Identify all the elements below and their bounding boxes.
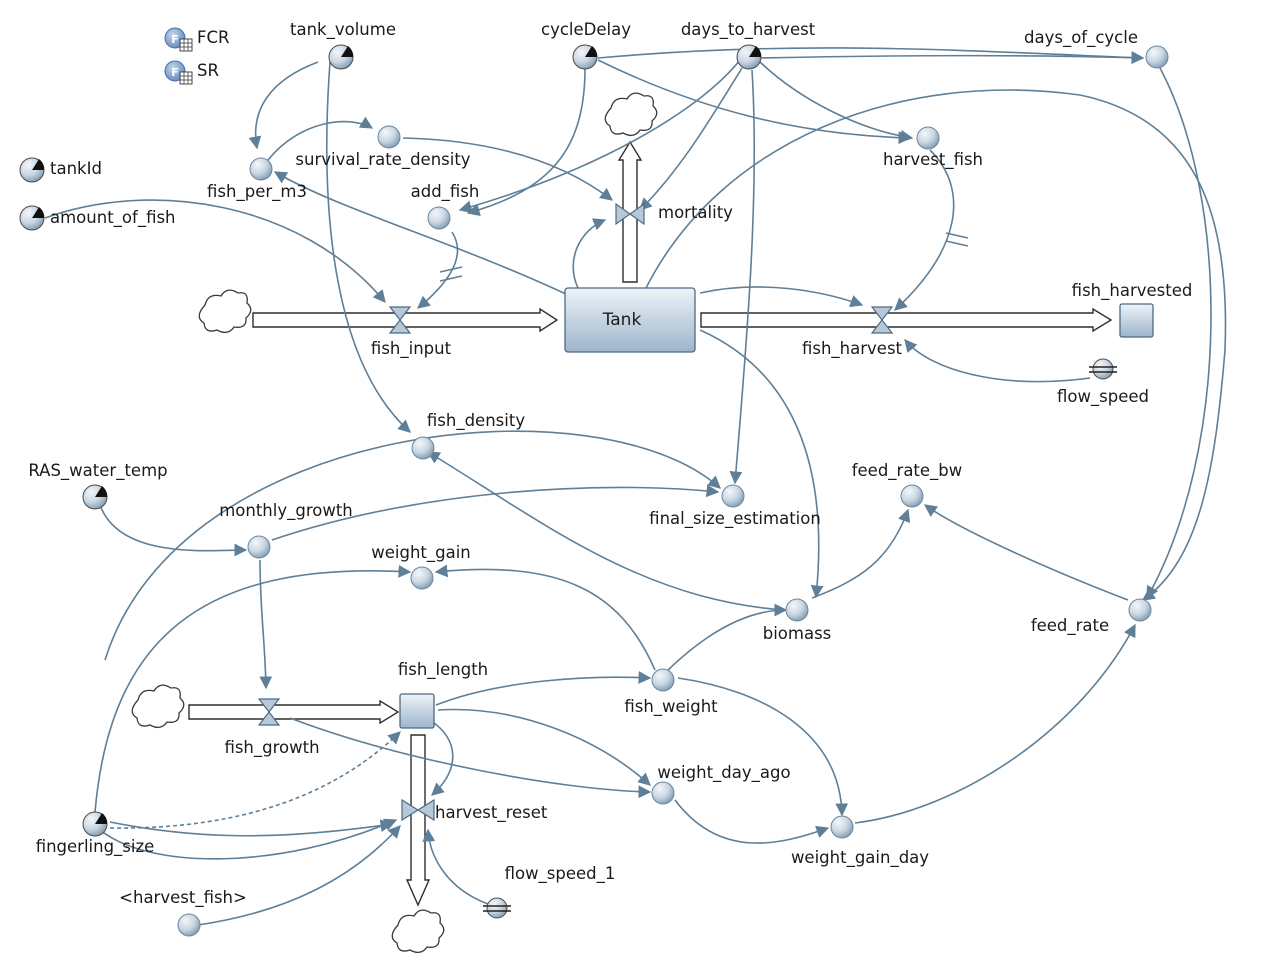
node-monthly-growth[interactable] [247,535,271,559]
label-weight-gain: weight_gain [371,543,471,563]
source-cloud-fish-growth [131,684,185,729]
label-fish-length: fish_length [398,660,488,680]
node-feed-rate-bw[interactable] [900,484,924,508]
lookup-icons: F F [164,27,193,85]
label-biomass: biomass [763,624,832,643]
node-fish-per-m3[interactable] [249,157,273,181]
label-fish-input: fish_input [371,339,452,359]
label-fish-weight: fish_weight [624,697,718,717]
const-ras-water-temp[interactable] [82,484,108,510]
lookup-fcr-icon[interactable]: F [164,27,193,52]
label-harvest-reset: harvest_reset [435,803,548,823]
fish-harvest-pipe [700,307,1113,333]
valve-fish-input[interactable] [388,306,412,334]
label-harvest-fish: harvest_fish [883,150,983,170]
constant-nodes [19,44,762,837]
stock-fish-harvested[interactable] [1119,303,1154,338]
node-flow-speed[interactable] [1089,358,1117,380]
node-weight-day-ago[interactable] [651,781,675,805]
sink-cloud-mortality [604,92,658,137]
const-days-to-harvest[interactable] [736,44,762,70]
node-fish-weight[interactable] [651,668,675,692]
label-fish-growth: fish_growth [224,738,319,758]
const-cycle-delay[interactable] [572,44,598,70]
const-tank-id[interactable] [19,157,45,183]
node-weight-gain[interactable] [410,566,434,590]
label-fish-per-m3: fish_per_m3 [207,182,307,202]
node-survival-rate-density[interactable] [377,125,401,149]
node-fish-density[interactable] [411,436,435,460]
harvest-reset-pipe [405,734,431,907]
label-sr: SR [197,61,219,80]
label-fingerling-size: fingerling_size [36,837,155,857]
stock-fish-length[interactable] [399,693,435,729]
causal-links [44,47,1227,926]
node-harvest-fish-shadow[interactable] [177,913,201,937]
label-cycle-delay: cycleDelay [541,20,631,39]
label-add-fish: add_fish [411,182,480,202]
label-feed-rate: feed_rate [1031,616,1109,636]
svg-text:F: F [171,33,179,46]
fish-growth-pipe [188,699,400,725]
label-weight-gain-day: weight_gain_day [791,848,929,868]
label-weight-day-ago: weight_day_ago [657,763,790,783]
label-days-to-harvest: days_to_harvest [681,20,816,40]
label-days-of-cycle: days_of_cycle [1024,28,1138,48]
label-amount-of-fish: amount_of_fish [50,208,176,228]
const-fingerling-size[interactable] [82,811,108,837]
label-flow-speed-1: flow_speed_1 [505,864,616,884]
valve-fish-growth[interactable] [257,698,281,726]
label-fcr: FCR [197,28,229,47]
mortality-pipe [617,140,643,283]
valves [257,202,894,822]
stock-tank-label: Tank [602,310,642,330]
label-fish-density: fish_density [427,411,525,431]
label-final-size-estimation: final_size_estimation [649,509,821,529]
valve-fish-harvest[interactable] [870,306,894,334]
clouds [131,92,658,954]
node-harvest-fish[interactable] [916,126,940,150]
label-fish-harvest: fish_harvest [802,339,903,359]
node-feed-rate[interactable] [1128,598,1152,622]
label-fish-harvested: fish_harvested [1072,281,1193,301]
label-tank-id: tankId [50,159,102,178]
label-flow-speed: flow_speed [1057,387,1149,407]
label-monthly-growth: monthly_growth [219,501,353,521]
node-flow-speed-1[interactable] [483,897,511,919]
node-add-fish[interactable] [427,206,451,230]
label-harvest-fish-shadow: <harvest_fish> [119,888,247,908]
label-mortality: mortality [658,203,733,222]
label-tank-volume: tank_volume [290,20,396,40]
svg-text:F: F [171,66,179,79]
labels: FCR SR tank_volume cycleDelay days_to_ha… [28,20,1192,908]
valve-harvest-reset[interactable] [401,798,435,822]
node-weight-gain-day[interactable] [830,815,854,839]
const-amount-of-fish[interactable] [19,205,45,231]
node-days-of-cycle[interactable] [1145,45,1169,69]
label-survival-rate-density: survival_rate_density [295,150,470,170]
label-ras-water-temp: RAS_water_temp [28,461,167,481]
lookup-sr-icon[interactable]: F [164,60,193,85]
auxiliary-nodes [177,45,1169,937]
fish-input-pipe [252,307,559,333]
flow-speed-nodes [483,358,1117,919]
valve-mortality[interactable] [615,202,645,226]
node-biomass[interactable] [785,598,809,622]
sink-cloud-harvest-reset [391,909,445,954]
node-final-size-estimation[interactable] [721,484,745,508]
const-tank-volume[interactable] [328,44,354,70]
label-feed-rate-bw: feed_rate_bw [852,461,963,481]
stock-tank[interactable]: Tank [564,287,696,353]
source-cloud-fish-input [198,289,252,334]
